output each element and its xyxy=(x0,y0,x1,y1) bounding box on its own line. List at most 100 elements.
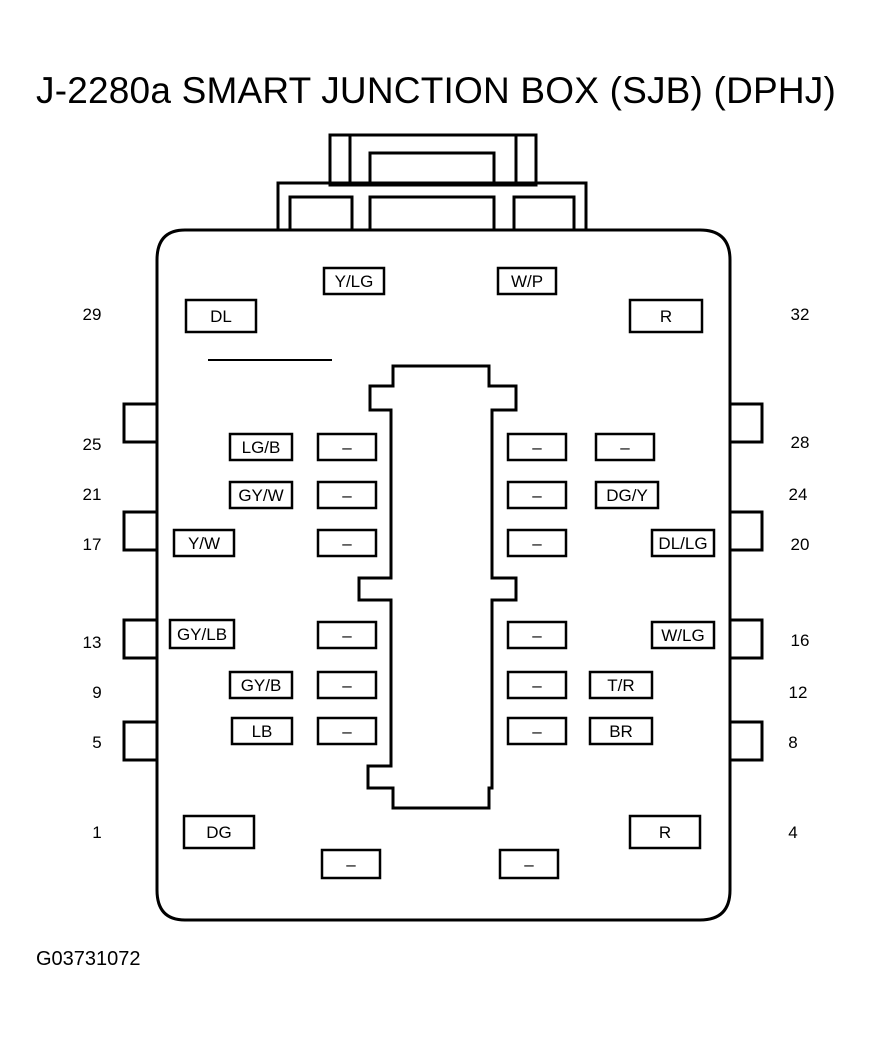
pin-number: 1 xyxy=(92,823,101,842)
cavity-16: DL/LG xyxy=(650,528,716,558)
cavity-10: – xyxy=(316,480,378,510)
cavity-frame xyxy=(184,298,258,334)
cavity-12: DG/Y xyxy=(594,480,660,510)
cavity-7: – xyxy=(506,432,568,462)
pin-number: 17 xyxy=(83,535,102,554)
cavity-frame xyxy=(506,716,568,746)
wire-color-label: – xyxy=(342,486,352,505)
wire-color-label: W/P xyxy=(511,272,543,291)
cavity-frame xyxy=(628,814,702,850)
cavity-frame xyxy=(588,716,654,746)
wire-color-label: – xyxy=(346,855,356,874)
wire-color-label: – xyxy=(620,438,630,457)
cavity-24: T/R xyxy=(588,670,654,700)
pin-number: 5 xyxy=(92,733,101,752)
cavity-6: – xyxy=(316,432,378,462)
wire-color-label: R xyxy=(659,823,671,842)
pin-number: 20 xyxy=(791,535,810,554)
wire-color-label: – xyxy=(342,534,352,553)
pin-number: 16 xyxy=(791,631,810,650)
cavity-29: DG xyxy=(182,814,256,850)
figure-code: G03731072 xyxy=(36,948,141,970)
cavity-4: R xyxy=(628,298,704,334)
wire-color-label: DL xyxy=(210,307,232,326)
pin-number: 13 xyxy=(83,633,102,652)
cavity-frame xyxy=(230,716,294,746)
wire-color-label: BR xyxy=(609,722,633,741)
cavity-5: LG/B xyxy=(228,432,294,462)
diagram-title: J-2280a SMART JUNCTION BOX (SJB) (DPHJ) xyxy=(36,70,837,111)
center-key-slot xyxy=(357,364,518,810)
wire-color-label: DG xyxy=(206,823,232,842)
cavity-1: Y/LG xyxy=(322,266,386,296)
cavity-26: – xyxy=(316,716,378,746)
cavity-11: – xyxy=(506,480,568,510)
cavity-30: R xyxy=(628,814,702,850)
wire-color-label: – xyxy=(342,438,352,457)
cavity-31: – xyxy=(320,848,382,880)
cavity-frame xyxy=(316,528,378,558)
cavity-8: – xyxy=(594,432,656,462)
cavity-13: Y/W xyxy=(172,528,236,558)
cavity-frame xyxy=(628,298,704,334)
wire-color-label: – xyxy=(532,626,542,645)
wire-color-label: – xyxy=(532,438,542,457)
cavity-frame xyxy=(228,480,294,510)
pin-number: 8 xyxy=(788,733,797,752)
cavity-frame xyxy=(588,670,654,700)
connector-latch xyxy=(276,133,588,233)
wire-color-label: – xyxy=(532,486,542,505)
wire-color-label: – xyxy=(532,534,542,553)
wire-color-label: – xyxy=(342,722,352,741)
wire-color-label: T/R xyxy=(607,676,634,695)
cavity-frame xyxy=(316,716,378,746)
cavity-18: – xyxy=(316,620,378,650)
cavity-frame xyxy=(316,620,378,650)
cavity-17: GY/LB xyxy=(168,618,236,650)
cavity-frame xyxy=(228,670,294,700)
cavity-frame xyxy=(594,480,660,510)
side-tabs xyxy=(122,402,764,762)
wire-color-label: GY/W xyxy=(238,486,283,505)
cavity-20: W/LG xyxy=(650,620,716,650)
wire-color-label: – xyxy=(342,676,352,695)
cavity-2: W/P xyxy=(496,266,558,296)
cavity-frame xyxy=(322,266,386,296)
cavity-22: – xyxy=(316,670,378,700)
cavity-frame xyxy=(650,528,716,558)
cavity-layer: Y/LG W/P DL R LG/B – – – GY/W – – DG/Y Y/W – – DL/LG GY/… xyxy=(168,266,716,880)
cavity-frame xyxy=(168,618,236,650)
cavity-frame xyxy=(506,432,568,462)
pin-number: 32 xyxy=(791,305,810,324)
cavity-14: – xyxy=(316,528,378,558)
cavity-27: – xyxy=(506,716,568,746)
wire-color-label: DL/LG xyxy=(658,534,707,553)
wire-color-label: W/LG xyxy=(661,626,704,645)
wire-color-label: LG/B xyxy=(242,438,281,457)
cavity-frame xyxy=(506,620,568,650)
wire-color-label: Y/W xyxy=(188,534,220,553)
cavity-frame xyxy=(182,814,256,850)
cavity-frame xyxy=(316,670,378,700)
cavity-frame xyxy=(594,432,656,462)
cavity-frame xyxy=(316,432,378,462)
pin-number: 9 xyxy=(92,683,101,702)
wire-color-label: – xyxy=(532,676,542,695)
cavity-frame xyxy=(498,848,560,880)
cavity-3: DL xyxy=(184,298,258,334)
pin-number: 24 xyxy=(789,485,808,504)
pin-number: 29 xyxy=(83,305,102,324)
wire-color-label: DG/Y xyxy=(606,486,648,505)
cavity-9: GY/W xyxy=(228,480,294,510)
cavity-frame xyxy=(506,670,568,700)
wire-color-label: Y/LG xyxy=(335,272,374,291)
cavity-25: LB xyxy=(230,716,294,746)
cavity-19: – xyxy=(506,620,568,650)
cavity-21: GY/B xyxy=(228,670,294,700)
wire-color-label: GY/LB xyxy=(177,625,227,644)
pin-number: 28 xyxy=(791,433,810,452)
pin-number: 21 xyxy=(83,485,102,504)
wire-color-label: R xyxy=(660,307,672,326)
pin-number: 25 xyxy=(83,435,102,454)
